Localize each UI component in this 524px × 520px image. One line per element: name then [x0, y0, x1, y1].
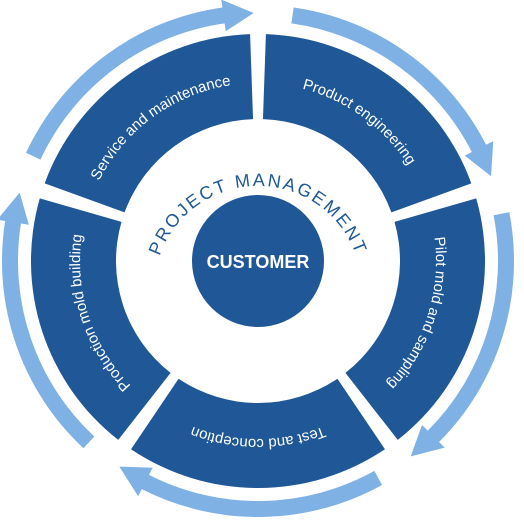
segment-block — [131, 378, 385, 489]
cycle-arrow — [291, 7, 494, 177]
cycle-arrow — [0, 192, 95, 449]
segment-block — [262, 34, 472, 213]
customer-label: CUSTOMER — [207, 252, 310, 272]
segment-block — [345, 198, 485, 440]
cycle-arrow — [119, 466, 383, 517]
segment-block — [30, 198, 171, 440]
customer-core — [192, 195, 324, 327]
segment-block — [44, 34, 254, 213]
cycle-arrow — [410, 212, 514, 457]
cycle-arrow — [25, 0, 254, 160]
outer-cycle-arrows — [0, 0, 514, 517]
